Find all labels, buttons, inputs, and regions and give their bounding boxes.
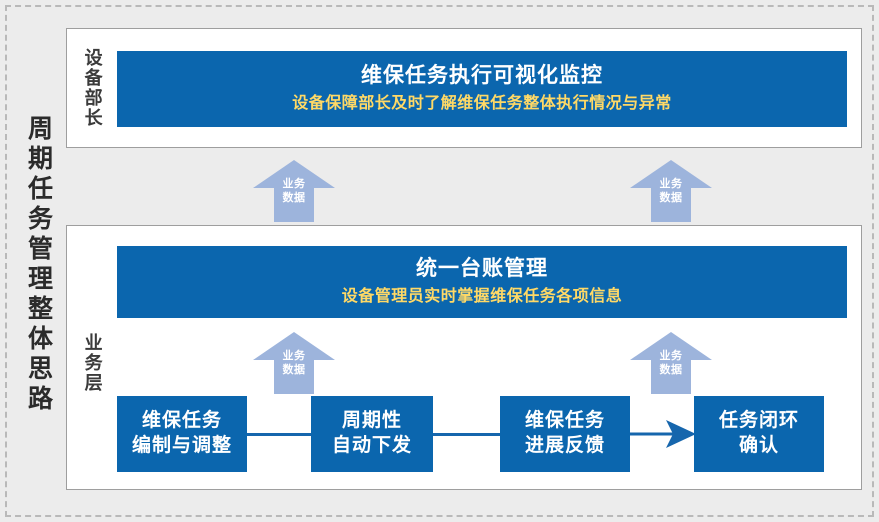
data-flow-arrow-label-line1: 业务 [282, 178, 306, 190]
data-flow-arrow-label-line1: 业务 [282, 350, 306, 362]
flow-step-line1: 周期性 [341, 410, 402, 432]
banner-title: 维保任务执行可视化监控 [361, 64, 603, 88]
banner-title: 统一台账管理 [416, 257, 548, 281]
data-flow-arrow-label: 业务 数据 [628, 178, 714, 206]
flow-step-line1: 维保任务 [141, 410, 222, 432]
flow-connector-1 [247, 433, 311, 436]
data-flow-arrow-label-line2: 数据 [282, 363, 306, 376]
flow-step-auto-dispatch[interactable]: 周期性 自动下发 [311, 396, 433, 472]
flow-connector-arrow-icon [630, 420, 696, 448]
banner-unified-ledger[interactable]: 统一台账管理 设备管理员实时掌握维保任务各项信息 [117, 246, 847, 318]
data-flow-arrow-label-line1: 业务 [659, 350, 683, 362]
banner-visual-monitoring[interactable]: 维保任务执行可视化监控 设备保障部长及时了解维保任务整体执行情况与异常 [117, 51, 847, 127]
banner-subtitle: 设备管理员实时掌握维保任务各项信息 [341, 288, 623, 306]
data-flow-arrow-label: 业务 数据 [251, 350, 337, 378]
data-flow-arrow-2: 业务 数据 [628, 158, 714, 224]
data-flow-arrow-4: 业务 数据 [628, 330, 714, 396]
data-flow-arrow-label: 业务 数据 [628, 350, 714, 378]
flow-step-line2: 进展反馈 [524, 435, 605, 456]
data-flow-arrow-label-line2: 数据 [282, 191, 306, 204]
flow-step-closed-loop[interactable]: 任务闭环 确认 [694, 396, 824, 472]
flow-step-line1: 维保任务 [524, 410, 605, 432]
up-arrow-icon [253, 160, 335, 222]
flow-step-line2: 确认 [738, 435, 779, 456]
role-label-business: 业务层 [82, 333, 103, 393]
flow-step-plan[interactable]: 维保任务 编制与调整 [117, 396, 247, 472]
flow-connector-2 [433, 433, 500, 436]
data-flow-arrow-label-line2: 数据 [659, 191, 683, 204]
banner-subtitle: 设备保障部长及时了解维保任务整体执行情况与异常 [292, 95, 672, 113]
data-flow-arrow-3: 业务 数据 [251, 330, 337, 396]
up-arrow-icon [630, 160, 712, 222]
flow-step-line2: 编制与调整 [131, 435, 232, 456]
role-label-manager: 设备部长 [82, 48, 103, 128]
diagram-side-title: 周期任务管理整体思路 [24, 115, 53, 415]
up-arrow-icon [630, 332, 712, 394]
flow-step-line2: 自动下发 [331, 435, 412, 456]
data-flow-arrow-1: 业务 数据 [251, 158, 337, 224]
up-arrow-icon [253, 332, 335, 394]
data-flow-arrow-label-line1: 业务 [659, 178, 683, 190]
data-flow-arrow-label-line2: 数据 [659, 363, 683, 376]
flow-step-progress-feedback[interactable]: 维保任务 进展反馈 [500, 396, 630, 472]
flow-step-line1: 任务闭环 [718, 410, 799, 432]
data-flow-arrow-label: 业务 数据 [251, 178, 337, 206]
